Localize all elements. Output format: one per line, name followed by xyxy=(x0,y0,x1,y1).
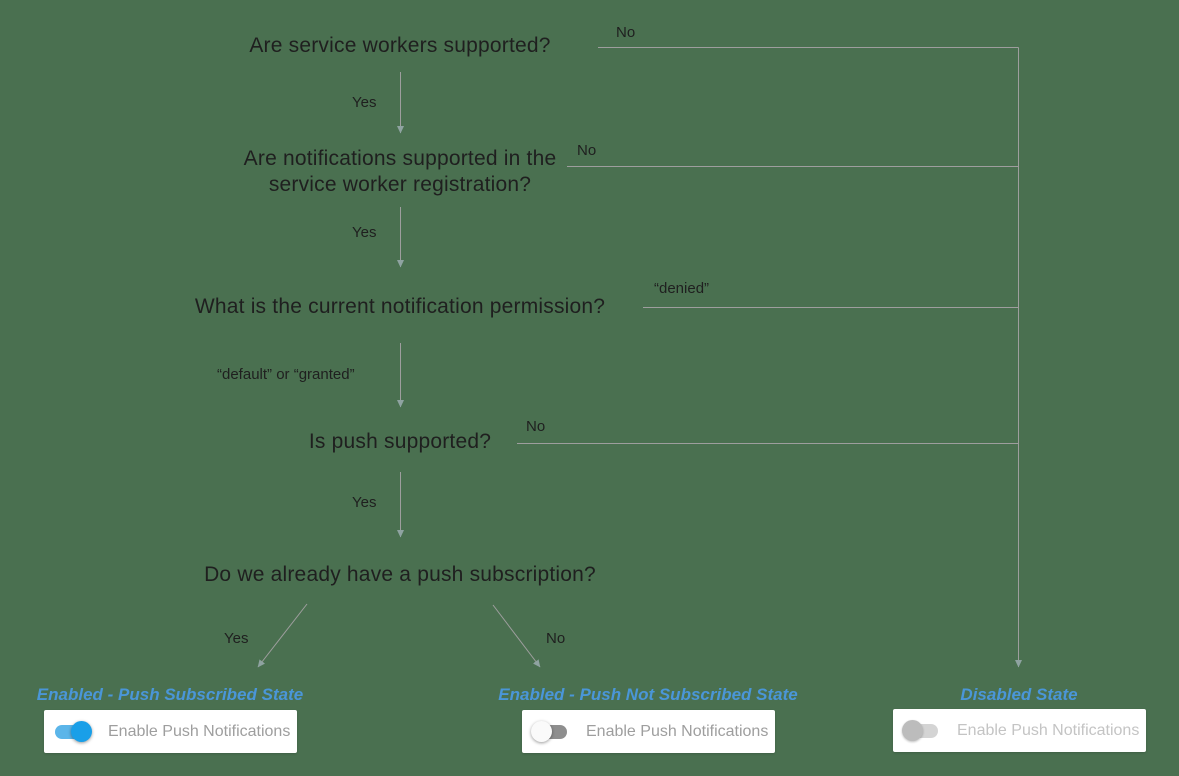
branch-label-q3-default-granted: “default” or “granted” xyxy=(217,366,355,383)
toggle-thumb xyxy=(531,721,552,742)
branch-label-q5-yes: Yes xyxy=(224,630,249,647)
push-toggle-label: Enable Push Notifications xyxy=(957,721,1140,739)
question-notification-permission: What is the current notification permiss… xyxy=(194,295,606,318)
toggle-thumb xyxy=(902,720,923,741)
question-service-workers-supported: Are service workers supported? xyxy=(249,34,551,57)
enable-push-toggle-on[interactable] xyxy=(55,721,92,743)
push-card-disabled: Enable Push Notifications xyxy=(893,709,1146,752)
push-toggle-label: Enable Push Notifications xyxy=(108,722,291,740)
question-notifications-supported: Are notifications supported in the servi… xyxy=(243,147,557,196)
enable-push-toggle-disabled xyxy=(902,720,941,742)
branch-label-q1-yes: Yes xyxy=(352,94,377,111)
push-toggle-label: Enable Push Notifications xyxy=(586,722,769,740)
state-title-enabled-subscribed: Enabled - Push Subscribed State xyxy=(36,685,304,704)
state-title-disabled: Disabled State xyxy=(960,685,1078,704)
push-card-enabled-not-subscribed: Enable Push Notifications xyxy=(522,710,775,753)
question-push-supported: Is push supported? xyxy=(308,430,492,453)
branch-label-q1-no: No xyxy=(616,24,636,41)
branch-label-q4-yes: Yes xyxy=(352,494,377,511)
branch-label-q3-denied: “denied” xyxy=(654,280,710,297)
branch-label-q5-no: No xyxy=(546,630,566,647)
question-push-subscription: Do we already have a push subscription? xyxy=(204,563,596,586)
branch-label-q4-no: No xyxy=(526,418,546,435)
enable-push-toggle-off[interactable] xyxy=(531,721,570,743)
edge-q5-yes xyxy=(257,603,308,668)
branch-label-q2-no: No xyxy=(577,142,597,159)
push-card-enabled-subscribed: Enable Push Notifications xyxy=(44,710,297,753)
branch-label-q2-yes: Yes xyxy=(352,224,377,241)
toggle-thumb xyxy=(71,721,92,742)
edge-q5-no xyxy=(492,604,541,668)
state-title-enabled-not-subscribed: Enabled - Push Not Subscribed State xyxy=(498,685,798,704)
